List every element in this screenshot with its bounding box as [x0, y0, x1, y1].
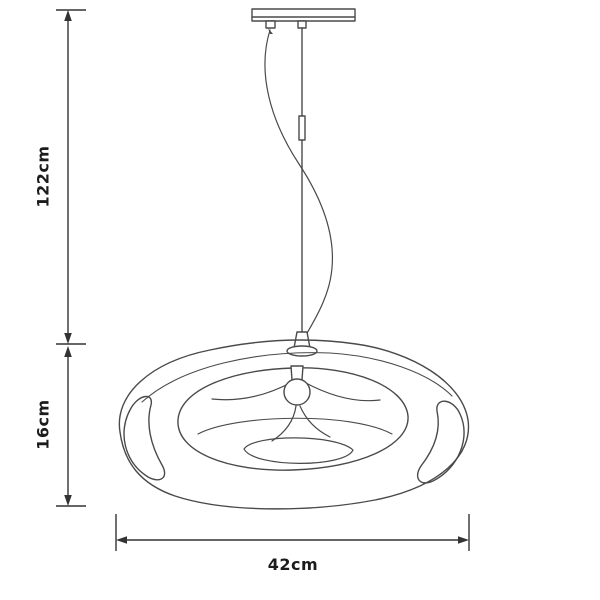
shade-inner-arm-down-right	[299, 405, 331, 438]
plug-fitting	[265, 20, 276, 29]
shade-ridge-line	[141, 352, 453, 403]
ceiling-mount	[251, 8, 356, 34]
suspension-cord	[298, 27, 306, 341]
shade-left-loop	[123, 395, 166, 481]
shade-width-label: 42cm	[267, 555, 319, 574]
shade-height-label: 16cm	[33, 399, 53, 450]
shade-outer-contour	[118, 339, 470, 510]
dimension-shade-height	[56, 346, 86, 507]
hanging-wire	[264, 29, 334, 342]
shade-inner-rim	[177, 367, 409, 471]
drop-height-label: 122cm	[33, 145, 53, 208]
bulb	[283, 365, 311, 406]
shade-inner-arm-left	[211, 381, 293, 401]
shade-inner-arm-right	[303, 381, 381, 402]
cord-adjuster	[298, 115, 306, 141]
cord-fitting	[297, 20, 307, 29]
shade-right-loop	[416, 400, 465, 484]
lamp-shade	[118, 339, 470, 510]
bulb-socket	[290, 365, 304, 381]
dimension-shade-width	[115, 514, 470, 551]
dimension-drop-height	[56, 9, 86, 345]
shade-inner-band	[197, 417, 393, 435]
shade-inner-island	[243, 437, 354, 464]
shade-inner-arm-down	[271, 405, 297, 442]
